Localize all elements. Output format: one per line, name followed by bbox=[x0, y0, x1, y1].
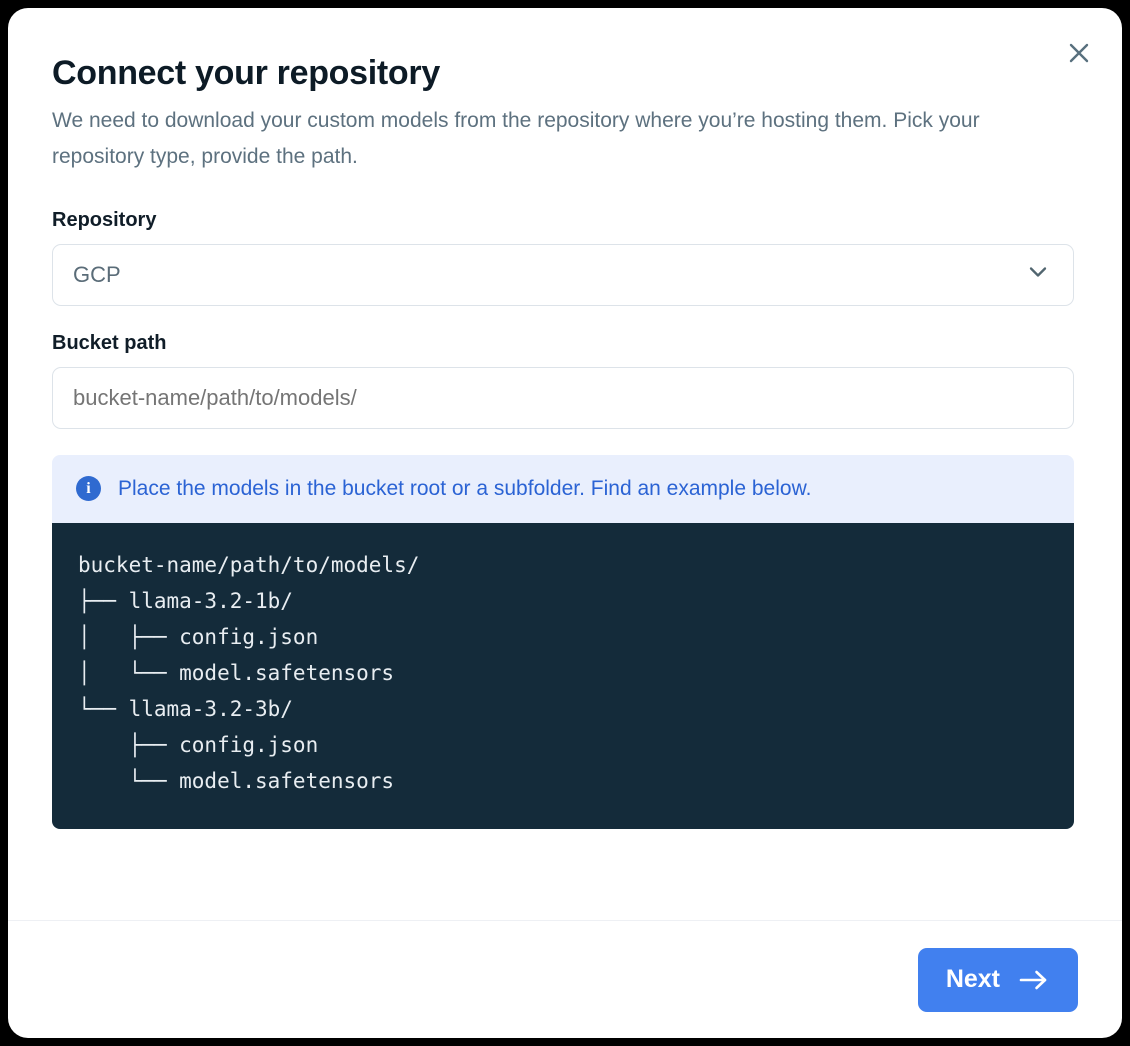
chevron-down-icon bbox=[1023, 257, 1053, 293]
next-button-label: Next bbox=[945, 965, 1000, 993]
directory-structure-example: bucket-name/path/to/models/ ├── llama-3.… bbox=[52, 522, 1074, 830]
next-button[interactable]: Next bbox=[917, 947, 1078, 1012]
close-button[interactable] bbox=[1062, 36, 1096, 70]
repository-field-group: Repository GCP bbox=[52, 209, 1078, 307]
bucket-path-field-group: Bucket path bbox=[52, 332, 1078, 430]
dialog-footer: Next bbox=[8, 920, 1122, 1038]
dialog-body: Connect your repository We need to downl… bbox=[8, 8, 1122, 920]
repository-label: Repository bbox=[52, 209, 157, 232]
connect-repository-dialog: Connect your repository We need to downl… bbox=[8, 8, 1122, 1038]
page-title: Connect your repository bbox=[52, 54, 440, 92]
repository-select[interactable]: GCP bbox=[52, 244, 1074, 307]
dialog-description: We need to download your custom models f… bbox=[52, 109, 980, 169]
arrow-right-icon bbox=[1018, 968, 1050, 992]
bucket-path-label: Bucket path bbox=[52, 332, 167, 355]
info-icon: i bbox=[76, 476, 101, 502]
repository-selected-value: GCP bbox=[73, 262, 121, 288]
close-icon bbox=[1066, 40, 1092, 66]
info-banner-text: Place the models in the bucket root or a… bbox=[118, 477, 812, 501]
info-banner: i Place the models in the bucket root or… bbox=[52, 455, 1074, 523]
bucket-path-input[interactable] bbox=[52, 367, 1074, 430]
